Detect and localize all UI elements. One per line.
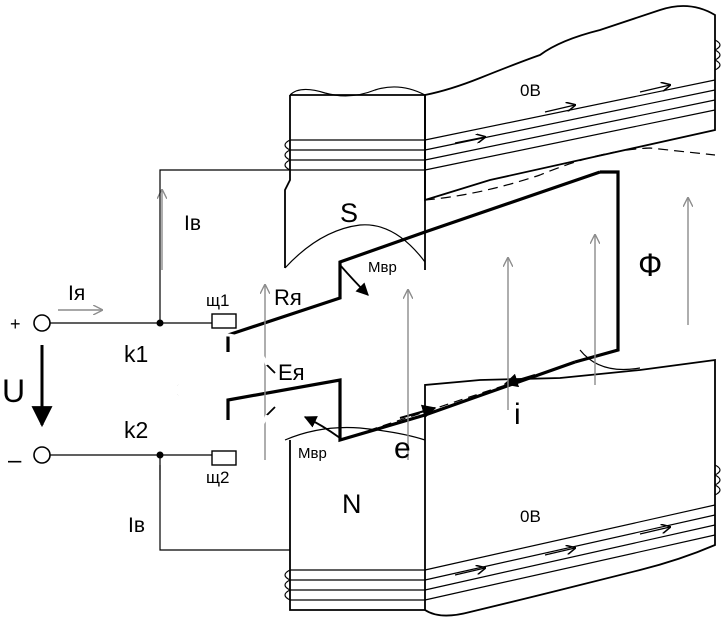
torque-top-label: Mвр (368, 259, 397, 276)
torque-arrow-top (339, 264, 369, 296)
terminal-minus (33, 446, 51, 464)
current-label: i (514, 398, 521, 431)
pole-north (284, 349, 721, 617)
armature-loop (226, 170, 620, 443)
field-current-bottom-label: Iв (128, 514, 145, 537)
pole-south-label: S (340, 198, 358, 228)
armature-current-label: Iя (68, 282, 85, 305)
brush2-label: щ2 (206, 468, 229, 487)
commutator (176, 313, 276, 466)
brush1-label: щ1 (206, 291, 229, 310)
minus-label: – (8, 447, 22, 474)
torque-arrow-bottom (303, 416, 341, 439)
field-winding-bottom-label: 0B (520, 507, 541, 526)
flux-label: Ф (638, 247, 662, 283)
terminal-plus (33, 314, 51, 332)
external-circuit (31, 169, 290, 551)
field-current-top-label: Iв (184, 212, 201, 235)
voltage-label: U (2, 373, 25, 409)
emf-label: e (394, 432, 411, 465)
node2-label: k2 (124, 417, 148, 443)
pole-south (284, 5, 721, 270)
torque-bottom-label: Mвр (298, 445, 327, 462)
node1-label: k1 (124, 341, 148, 367)
armature-resistance-label: Rя (274, 285, 302, 310)
armature-emf-label: Eя (278, 360, 305, 385)
plus-label: + (10, 314, 21, 334)
pole-north-label: N (342, 489, 362, 519)
field-winding-top-label: 0B (520, 81, 541, 100)
